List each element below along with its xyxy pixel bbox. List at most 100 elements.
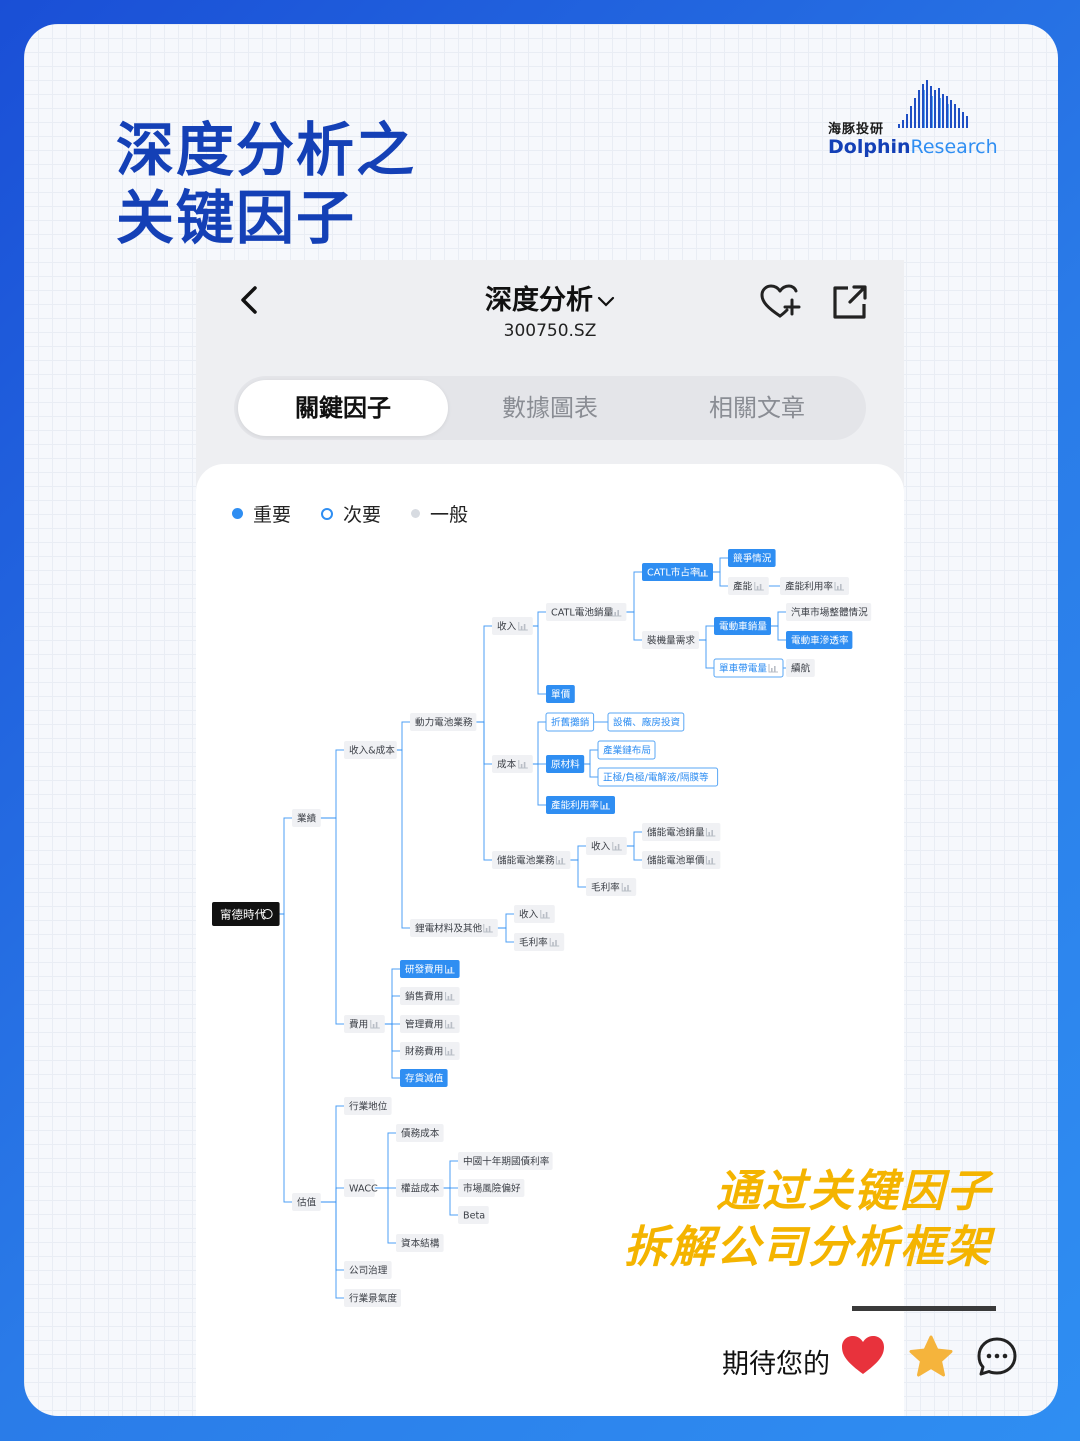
mindmap-node-catlzhan[interactable]: CATL市占率 (642, 563, 713, 581)
heart-icon[interactable] (840, 1334, 886, 1376)
mindmap-edge (320, 749, 344, 819)
bar-chart-icon (445, 1020, 455, 1029)
mindmap-node-channengliyong[interactable]: 產能利用率 (780, 577, 849, 595)
mindmap-node-ld_maoli[interactable]: 毛利率 (514, 933, 565, 951)
legend-label: 一般 (430, 504, 469, 526)
node-label: 公司治理 (349, 1265, 388, 1277)
mindmap-node-dianche[interactable]: 電動車銷量 (714, 617, 771, 635)
node-label: 續航 (791, 663, 811, 675)
mindmap-node-channeng[interactable]: 產能 (728, 577, 769, 595)
node-label: 行業地位 (349, 1101, 388, 1113)
mindmap-node-xuhang[interactable]: 續航 (786, 659, 815, 677)
mindmap-edge (396, 749, 410, 929)
mindmap-node-ziben[interactable]: 資本結構 (396, 1234, 444, 1252)
mindmap-node-jingzheng[interactable]: 競爭情況 (728, 549, 776, 567)
mindmap-node-cn_xiaoliang[interactable]: 儲能電池銷量 (642, 823, 721, 841)
mindmap-node-channenglyl2[interactable]: 產能利用率 (546, 796, 615, 814)
bar-chart-icon (834, 582, 844, 591)
mindmap-node-yeji[interactable]: 業績 (292, 809, 321, 827)
mindmap-edge (532, 763, 546, 806)
mindmap-node-zhuangji[interactable]: 裝機量需求 (642, 631, 699, 649)
mindmap-edge (532, 721, 546, 765)
mindmap-node-zhili[interactable]: 公司治理 (344, 1261, 392, 1279)
mindmap-node-cunhuo[interactable]: 存貨減值 (400, 1069, 448, 1087)
mindmap-node-danjia[interactable]: 單價 (546, 685, 575, 703)
bar-chart-icon (612, 842, 622, 851)
mindmap-edge (384, 995, 400, 1025)
mindmap-node-srcb[interactable]: 收入&成本 (344, 741, 397, 759)
mindmap-node-wacc[interactable]: WACC (344, 1179, 378, 1197)
mindmap-node-yanfa[interactable]: 研發費用 (400, 960, 460, 978)
page-title-dropdown[interactable]: 深度分析 (196, 278, 904, 317)
node-label: 費用 (349, 1019, 368, 1031)
mindmap-node-shouru1[interactable]: 收入 (492, 617, 533, 635)
node-label: 權益成本 (401, 1183, 440, 1195)
node-label: 電動車滲透率 (791, 635, 849, 647)
node-label: 業績 (297, 813, 317, 825)
slogan: 通过关键因子 拆解公司分析框架 (624, 1164, 992, 1276)
mindmap-node-dongli[interactable]: 動力電池業務 (410, 713, 477, 731)
mindmap-node-chanyelian[interactable]: 產業鏈布局 (597, 740, 656, 760)
mindmap-node-cn_shouru[interactable]: 收入 (586, 837, 627, 855)
mindmap-edge (626, 611, 642, 641)
tab-key-factors[interactable]: 關鍵因子 (238, 380, 448, 436)
bar-chart-icon (768, 664, 778, 673)
mindmap-node-yuancailiao[interactable]: 原材料 (546, 755, 585, 773)
mindmap-node-cn_maoli[interactable]: 毛利率 (586, 878, 637, 896)
brand-en-b: Research (910, 136, 998, 158)
mindmap-node-fengxian[interactable]: 市場風險偏好 (458, 1179, 525, 1197)
mindmap-node-qiche[interactable]: 汽車市場整體情況 (786, 603, 872, 621)
mindmap-edge (713, 557, 728, 573)
mindmap-node-zhiquan[interactable]: 債務成本 (396, 1124, 444, 1142)
bar-chart-icon (445, 1047, 455, 1056)
node-label: 儲能電池業務 (497, 855, 555, 867)
node-label: 產能 (733, 581, 753, 593)
mindmap-node-shentou[interactable]: 電動車滲透率 (786, 631, 853, 649)
mindmap-node-lidian[interactable]: 鋰電材料及其他 (410, 919, 498, 937)
mindmap-node-xiaoshou[interactable]: 銷售費用 (400, 987, 460, 1005)
mindmap-node-gujia[interactable]: 估值 (292, 1193, 321, 1211)
heart-plus-icon[interactable] (758, 282, 802, 322)
mindmap-node-chuneng[interactable]: 儲能電池業務 (492, 851, 571, 869)
mindmap-node-shebei[interactable]: 設備、廠房投資 (607, 712, 685, 732)
mindmap-node-feiyong[interactable]: 費用 (344, 1015, 385, 1033)
mindmap-node-chengben[interactable]: 成本 (492, 755, 533, 773)
mindmap-node-beta[interactable]: Beta (458, 1206, 489, 1224)
mindmap-node-zhejiu[interactable]: 折舊攤銷 (545, 712, 595, 732)
node-label: 產能利用率 (785, 581, 833, 593)
mindmap-root-node[interactable]: 甯德時代 (212, 902, 280, 926)
mindmap-edge (320, 1201, 344, 1299)
mindmap-node-guozhai[interactable]: 中國十年期國債利率 (458, 1152, 553, 1170)
headline-line-1: 深度分析之 (116, 116, 417, 184)
legend: 重要 次要 一般 (232, 500, 468, 527)
node-label: 產業鏈布局 (603, 745, 651, 757)
mindmap-node-cn_danjia[interactable]: 儲能電池單價 (642, 851, 721, 869)
node-label: 財務費用 (405, 1046, 443, 1058)
back-icon[interactable] (232, 282, 268, 318)
node-label: 收入 (591, 841, 611, 853)
mindmap-node-jingqi[interactable]: 行業景氣度 (344, 1289, 401, 1307)
tab-related-articles[interactable]: 相關文章 (709, 394, 805, 422)
mindmap-node-quanyi[interactable]: 權益成本 (396, 1179, 444, 1197)
brand-cn: 海豚投研 (828, 122, 885, 137)
tab-data-charts[interactable]: 數據圖表 (502, 394, 598, 422)
mindmap-node-danche[interactable]: 單車帶電量 (713, 658, 784, 678)
bar-chart-icon (445, 992, 455, 1001)
bar-chart-icon (518, 622, 528, 631)
share-icon[interactable] (830, 282, 870, 322)
mindmap-edge (374, 1187, 396, 1244)
mindmap-node-hangye[interactable]: 行業地位 (344, 1097, 392, 1115)
node-label: 中國十年期國債利率 (463, 1156, 550, 1168)
node-label: Beta (463, 1211, 485, 1222)
mindmap-node-guanli[interactable]: 管理費用 (400, 1015, 460, 1033)
page-title: 深度分析 (485, 285, 593, 316)
mindmap-node-catlxl[interactable]: CATL電池銷量 (546, 603, 627, 621)
root-node-label: 甯德時代 (220, 908, 266, 922)
star-icon[interactable] (908, 1334, 954, 1378)
mindmap-node-ld_shouru[interactable]: 收入 (514, 905, 555, 923)
legend-label: 次要 (343, 504, 382, 526)
comment-icon[interactable] (976, 1336, 1018, 1378)
poster-card: 深度分析之 关键因子 海豚投研 DolphinResearch 深度分析 30 (24, 24, 1058, 1416)
mindmap-node-zhengji[interactable]: 正極/負極/電解液/隔膜等 (597, 767, 719, 787)
mindmap-node-caiwu[interactable]: 財務費用 (400, 1042, 460, 1060)
